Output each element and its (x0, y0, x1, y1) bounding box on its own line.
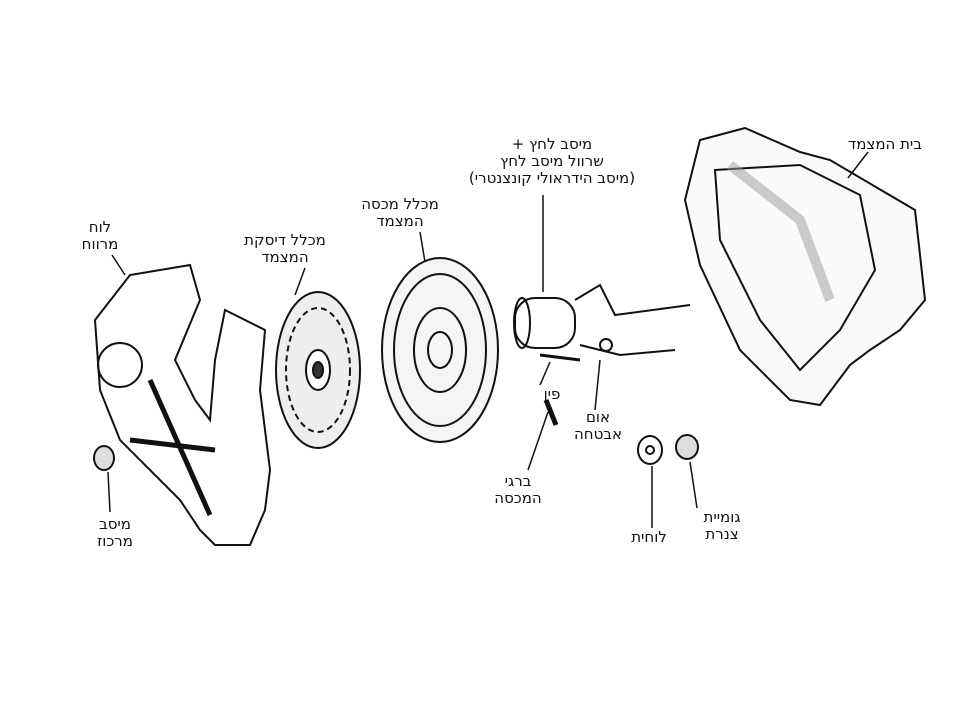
label-line: המצמד (376, 212, 424, 230)
label-line: גומיית (703, 508, 741, 526)
small-plate (637, 435, 663, 465)
label-line: מרווח (81, 235, 119, 253)
cover-bolt (543, 399, 559, 426)
label-line: צנרת (705, 525, 739, 543)
label-line: מכלל מכסה (361, 195, 439, 213)
label-line: המכסה (494, 489, 542, 507)
label-line: אום (585, 408, 611, 426)
pilot-bearing (93, 445, 115, 471)
separator-plate (93, 263, 272, 546)
label-release-bearing: מיסב לחץ +שרוול מיסב לחץ(מיסב הידראולי ק… (469, 136, 635, 187)
label-line: המצמד (261, 248, 309, 266)
label-line: (מיסב הידראולי קונצנטרי) (468, 169, 636, 187)
label-line: לוח (88, 218, 112, 236)
leader-lines (107, 151, 869, 528)
release-bearing (513, 283, 691, 362)
label-line: ברגי (504, 472, 532, 490)
label-clutch-housing: בית המצמד (848, 136, 922, 153)
label-line: שרוול מיסב לחץ (500, 152, 604, 170)
label-pin: פין (544, 386, 561, 403)
label-line: אבטחה (573, 425, 623, 443)
label-line: מיסב לחץ + (511, 135, 593, 153)
label-line: בית המצמד (848, 135, 922, 153)
clutch-cover (381, 257, 499, 443)
label-line: פין (543, 385, 561, 403)
label-line: מרכוז (97, 532, 133, 550)
label-line: מכלל דיסקת (244, 231, 326, 249)
label-plate: לוחית (631, 529, 667, 546)
clutch-disc (275, 291, 361, 449)
grommet (675, 434, 699, 460)
label-line: מיסב (99, 515, 131, 533)
label-line: לוחית (631, 528, 667, 546)
clutch-housing (683, 126, 927, 407)
